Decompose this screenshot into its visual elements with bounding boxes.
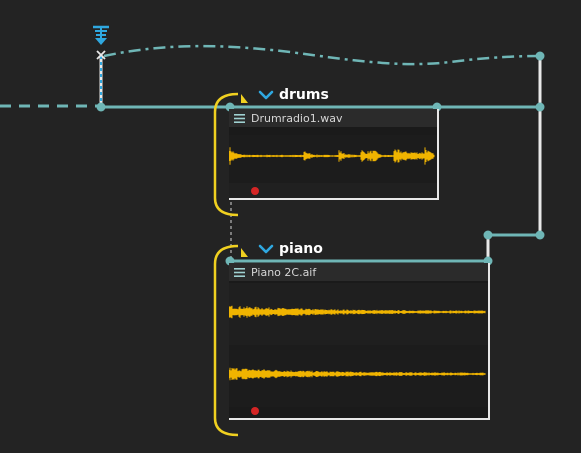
record-dot-icon[interactable] — [251, 187, 259, 195]
clip-footer — [229, 183, 437, 198]
waveform-drums — [229, 147, 435, 165]
drums-bracket-tab — [241, 94, 248, 103]
node-left[interactable] — [96, 102, 106, 112]
waveform-channel-0 — [229, 147, 435, 165]
node-step-left[interactable] — [483, 230, 493, 240]
node-bus-right[interactable] — [535, 102, 545, 112]
automation-curve — [103, 44, 541, 66]
group-title-drums: drums — [279, 87, 329, 103]
pin-icon[interactable] — [93, 25, 109, 60]
node-step-right[interactable] — [535, 230, 545, 240]
clip-title-bar[interactable]: Piano 2C.aif — [229, 263, 488, 281]
group-header-piano[interactable]: piano — [258, 241, 323, 257]
waveform-channel-1 — [229, 367, 486, 381]
drums-group-bracket — [213, 92, 239, 217]
chevron-down-icon[interactable] — [258, 242, 274, 256]
group-header-drums[interactable]: drums — [258, 87, 329, 103]
clip-filename: Piano 2C.aif — [251, 265, 317, 279]
waveform-piano — [229, 305, 486, 381]
piano-group-bracket — [213, 244, 239, 437]
clip-piano[interactable]: Piano 2C.aif — [229, 263, 490, 420]
piano-bracket-tab — [241, 248, 248, 257]
chevron-down-icon[interactable] — [258, 88, 274, 102]
menu-icon[interactable] — [234, 267, 245, 277]
node-curve-right[interactable] — [535, 51, 545, 61]
group-title-piano: piano — [279, 241, 323, 257]
waveform-channel-0 — [229, 305, 486, 319]
waveform-lane — [229, 135, 437, 183]
menu-icon[interactable] — [234, 113, 245, 123]
clip-title-bar[interactable]: Drumradio1.wav — [229, 109, 437, 127]
clip-drums[interactable]: Drumradio1.wav — [229, 109, 439, 200]
record-dot-icon[interactable] — [251, 407, 259, 415]
clip-filename: Drumradio1.wav — [251, 111, 343, 125]
